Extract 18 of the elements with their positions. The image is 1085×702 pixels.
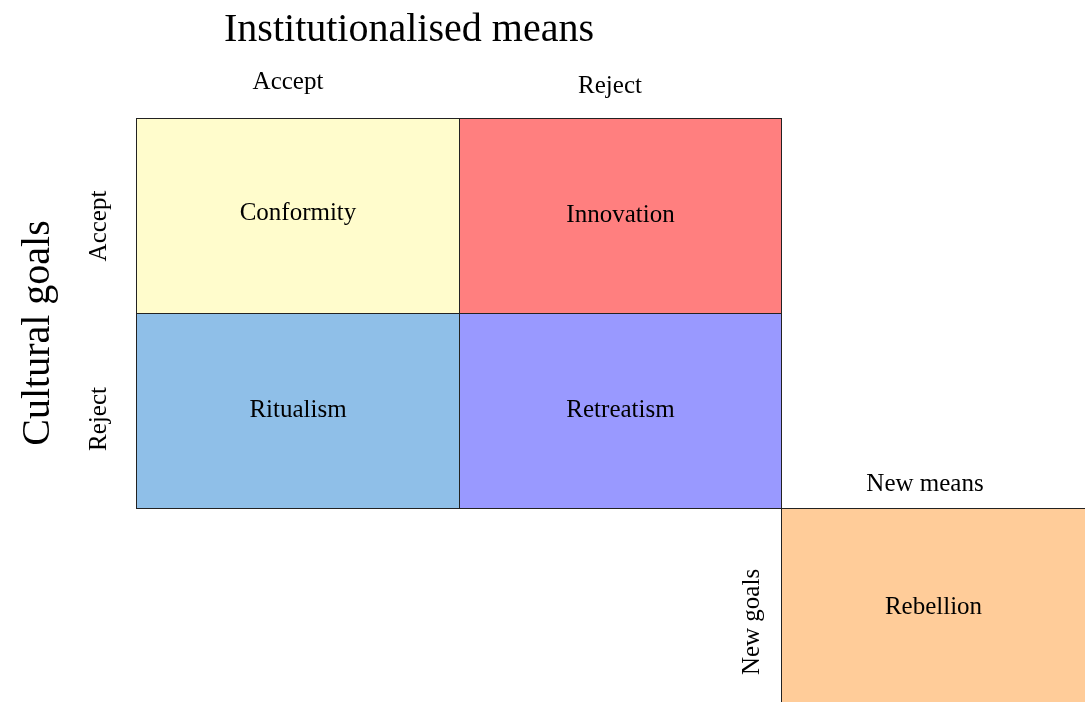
axis-label: New goals xyxy=(737,568,763,676)
quadrant-cell xyxy=(136,313,460,509)
quadrant-cell xyxy=(459,313,782,509)
quadrant-cell xyxy=(136,118,460,314)
axis-label: Institutionalised means xyxy=(224,8,594,48)
axis-label: Accept xyxy=(252,67,324,93)
quadrant-cell xyxy=(781,508,1085,702)
quadrant-cell xyxy=(459,118,782,314)
axis-label: Reject xyxy=(578,71,642,97)
axis-label: Accept xyxy=(84,190,110,262)
cell-label: Innovation xyxy=(566,199,675,230)
axis-label: New means xyxy=(866,469,984,495)
axis-label: Cultural goals xyxy=(16,220,56,446)
cell-label: Conformity xyxy=(239,197,357,228)
cell-label: Retreatism xyxy=(566,394,675,425)
cell-label: Rebellion xyxy=(884,590,983,621)
cell-label: Ritualism xyxy=(249,394,347,425)
axis-label: Reject xyxy=(84,387,110,451)
